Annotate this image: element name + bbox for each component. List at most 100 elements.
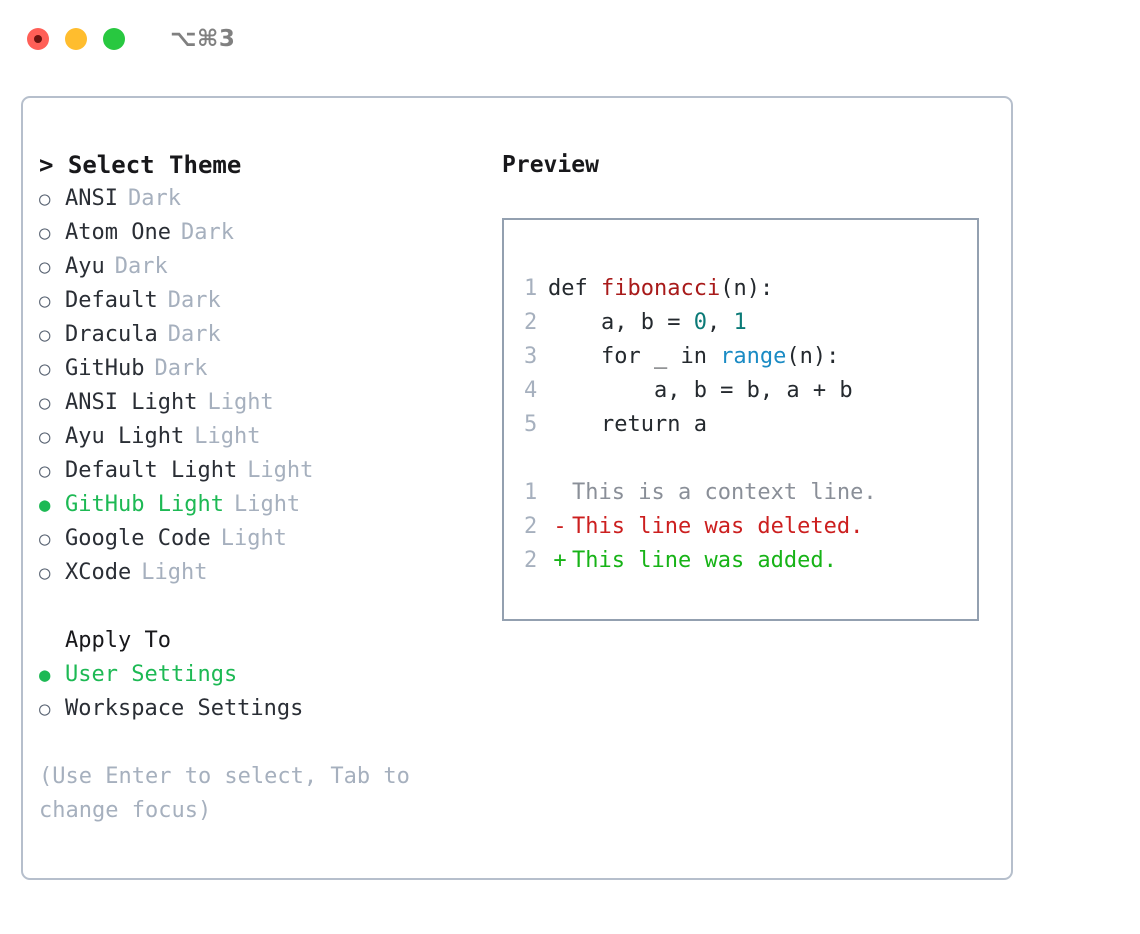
theme-name-label: Ayu — [65, 254, 105, 279]
code-token-builtin: range — [720, 344, 787, 369]
diff-text: This line was deleted. — [572, 514, 864, 539]
radio-unselected-icon[interactable]: ○ — [39, 324, 51, 346]
radio-unselected-icon[interactable]: ○ — [39, 698, 51, 720]
radio-selected-icon[interactable]: ● — [39, 494, 51, 516]
theme-list-item[interactable]: ○ Ayu Light Light — [39, 420, 489, 454]
close-icon[interactable] — [27, 28, 49, 50]
diff-line: 1 This is a context line. — [524, 476, 977, 510]
code-line: 3 for _ in range(n): — [524, 340, 977, 374]
theme-name-label: Google Code — [65, 526, 211, 551]
theme-list-item[interactable]: ○ XCode Light — [39, 556, 489, 590]
code-token-fn: fibonacci — [600, 276, 721, 301]
code-token-num: 0 — [693, 310, 707, 335]
theme-list-item[interactable]: ○ Dracula Dark — [39, 318, 489, 352]
code-content: a, b = 0, 1 — [548, 306, 747, 340]
theme-name-label: ANSI Light — [65, 390, 198, 415]
theme-variant-label: Dark — [114, 254, 168, 279]
theme-name-label: GitHub — [65, 356, 145, 381]
keyboard-shortcut-label: ⌥⌘3 — [170, 26, 236, 52]
diff-marker — [548, 476, 572, 510]
theme-variant-label: Light — [220, 526, 287, 551]
diff-line: 2-This line was deleted. — [524, 510, 977, 544]
radio-selected-icon[interactable]: ● — [39, 664, 51, 686]
keyboard-hint-text: (Use Enter to select, Tab to change focu… — [39, 764, 424, 823]
theme-name-label: Ayu Light — [65, 424, 185, 449]
apply-to-label: Workspace Settings — [65, 696, 304, 721]
radio-unselected-icon[interactable]: ○ — [39, 528, 51, 550]
code-content: return a — [548, 408, 707, 442]
code-line: 4 a, b = b, a + b — [524, 374, 977, 408]
theme-list-item[interactable]: ○ Default Light Light — [39, 454, 489, 488]
theme-variant-label: Light — [233, 492, 301, 517]
window-controls — [27, 28, 125, 50]
code-token-plain: (n): — [720, 276, 774, 301]
page-title: > Select Theme — [39, 151, 242, 179]
theme-variant-label: Dark — [167, 288, 221, 313]
title-bar: ⌥⌘3 — [0, 0, 1140, 78]
diff-sample: 1 This is a context line.2-This line was… — [524, 476, 977, 578]
radio-unselected-icon[interactable]: ○ — [39, 392, 51, 414]
theme-list-item[interactable]: ○ Default Dark — [39, 284, 489, 318]
code-token-plain: return a — [548, 412, 707, 437]
line-number: 2 — [524, 548, 538, 573]
code-content: for _ in range(n): — [548, 340, 839, 374]
code-line: 2 a, b = 0, 1 — [524, 306, 977, 340]
code-token-plain: def — [548, 276, 601, 301]
diff-text: This is a context line. — [572, 480, 877, 505]
theme-list-item[interactable]: ○ Atom One Dark — [39, 216, 489, 250]
diff-marker: - — [553, 514, 567, 539]
code-content: a, b = b, a + b — [548, 374, 853, 408]
theme-variant-label: Light — [141, 560, 208, 585]
apply-to-list[interactable]: ● User Settings ○ Workspace Settings — [39, 658, 489, 726]
theme-list-item[interactable]: ○ Ayu Dark — [39, 250, 489, 284]
code-token-plain: a, b = — [548, 310, 694, 335]
preview-title: Preview — [502, 152, 599, 178]
theme-variant-label: Dark — [180, 220, 234, 245]
code-line: 5 return a — [524, 408, 977, 442]
theme-name-label: Default — [65, 288, 158, 313]
maximize-icon[interactable] — [103, 28, 125, 50]
theme-list-item[interactable]: ○ GitHub Dark — [39, 352, 489, 386]
radio-unselected-icon[interactable]: ○ — [39, 460, 51, 482]
theme-variant-label: Dark — [154, 356, 208, 381]
radio-unselected-icon[interactable]: ○ — [39, 222, 51, 244]
apply-to-option[interactable]: ● User Settings — [39, 658, 489, 692]
apply-to-heading: Apply To — [65, 628, 171, 653]
theme-list-item[interactable]: ○ Google Code Light — [39, 522, 489, 556]
theme-variant-label: Dark — [127, 186, 181, 211]
radio-unselected-icon[interactable]: ○ — [39, 290, 51, 312]
code-spacer — [524, 442, 977, 476]
theme-name-label: Default Light — [65, 458, 238, 483]
minimize-icon[interactable] — [65, 28, 87, 50]
theme-name-label: GitHub Light — [65, 492, 224, 517]
theme-list-item[interactable]: ● GitHub Light Light — [39, 488, 489, 522]
line-number: 3 — [524, 344, 538, 369]
code-token-plain: (n): — [786, 344, 840, 369]
theme-variant-label: Light — [247, 458, 314, 483]
radio-unselected-icon[interactable]: ○ — [39, 256, 51, 278]
radio-unselected-icon[interactable]: ○ — [39, 188, 51, 210]
apply-to-label: User Settings — [65, 662, 238, 687]
radio-unselected-icon[interactable]: ○ — [39, 358, 51, 380]
radio-unselected-icon[interactable]: ○ — [39, 426, 51, 448]
code-token-plain: a, b = b, a + b — [548, 378, 853, 403]
theme-name-label: Dracula — [65, 322, 158, 347]
code-content: def fibonacci(n): — [548, 272, 773, 306]
theme-name-label: XCode — [65, 560, 132, 585]
theme-name-label: Atom One — [65, 220, 171, 245]
radio-unselected-icon[interactable]: ○ — [39, 562, 51, 584]
theme-variant-label: Dark — [167, 322, 221, 347]
theme-variant-label: Light — [194, 424, 261, 449]
apply-to-option[interactable]: ○ Workspace Settings — [39, 692, 489, 726]
code-token-plain: , — [706, 310, 734, 335]
